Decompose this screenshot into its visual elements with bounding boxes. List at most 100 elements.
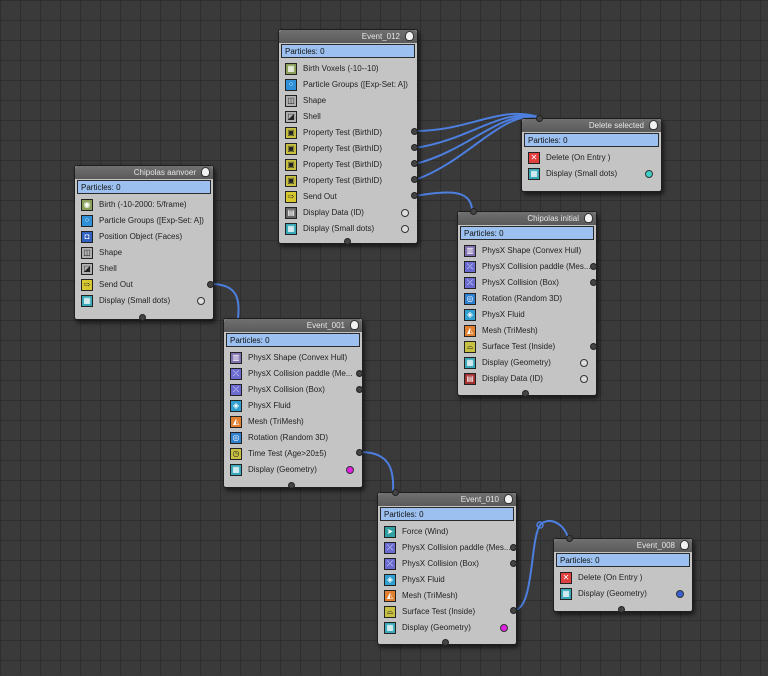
input-port[interactable] (392, 489, 399, 496)
operator-time-test[interactable]: ◷Time Test (Age>20±5) (224, 446, 362, 462)
input-port[interactable] (139, 314, 146, 321)
input-port[interactable] (344, 238, 351, 245)
lightbulb-icon[interactable] (350, 320, 359, 330)
operator-physx-collision[interactable]: ⤫PhysX Collision paddle (Mes... (458, 259, 596, 275)
operator-physx-shape[interactable]: ▥PhysX Shape (Convex Hull) (224, 350, 362, 366)
display-color-swatch[interactable] (197, 297, 205, 305)
operator-property-test[interactable]: ▣Property Test (BirthID) (279, 141, 417, 157)
operator-display[interactable]: ▦Display (Small dots) (75, 293, 213, 309)
operator-birth[interactable]: ◉Birth (-10-2000: 5/frame) (75, 197, 213, 213)
operator-mesh[interactable]: ◭Mesh (TriMesh) (224, 414, 362, 430)
operator-shell[interactable]: ◪Shell (279, 109, 417, 125)
display-color-swatch[interactable] (580, 375, 588, 383)
node-header[interactable]: Chipolas initial (458, 212, 596, 225)
node-event-008[interactable]: Event_008 Particles: 0 ✕Delete (On Entry… (553, 535, 693, 613)
operator-rotation[interactable]: ◎Rotation (Random 3D) (458, 291, 596, 307)
node-header[interactable]: Event_001 (224, 319, 362, 332)
operator-birth-voxels[interactable]: ▦Birth Voxels (-10--10) (279, 61, 417, 77)
display-color-swatch[interactable] (645, 170, 653, 178)
lightbulb-icon[interactable] (201, 167, 210, 177)
output-port[interactable] (510, 560, 517, 567)
operator-display[interactable]: ▦Display (Small dots) (279, 221, 417, 237)
node-header[interactable]: Event_008 (554, 539, 692, 552)
operator-display-data[interactable]: ▤Display Data (ID) (458, 371, 596, 387)
operator-display[interactable]: ▦Display (Geometry) (458, 355, 596, 371)
output-port[interactable] (411, 160, 418, 167)
output-port[interactable] (356, 370, 363, 377)
output-port[interactable] (356, 449, 363, 456)
operator-physx-collision[interactable]: ⤫PhysX Collision (Box) (224, 382, 362, 398)
lightbulb-icon[interactable] (504, 494, 513, 504)
operator-send-out[interactable]: ⇨Send Out (279, 189, 417, 205)
lightbulb-icon[interactable] (584, 213, 593, 223)
operator-property-test[interactable]: ▣Property Test (BirthID) (279, 157, 417, 173)
operator-physx-fluid[interactable]: ◈PhysX Fluid (458, 307, 596, 323)
lightbulb-icon[interactable] (680, 540, 689, 550)
output-port[interactable] (411, 192, 418, 199)
output-port[interactable] (618, 606, 625, 613)
output-port[interactable] (411, 144, 418, 151)
operator-physx-shape[interactable]: ▥PhysX Shape (Convex Hull) (458, 243, 596, 259)
operator-physx-collision[interactable]: ⤫PhysX Collision (Box) (378, 556, 516, 572)
operator-display[interactable]: ▦Display (Small dots) (522, 166, 661, 182)
operator-physx-fluid[interactable]: ◈PhysX Fluid (224, 398, 362, 414)
operator-shape[interactable]: ◫Shape (75, 245, 213, 261)
node-event-012[interactable]: Event_012 Particles: 0 ▦Birth Voxels (-1… (278, 29, 418, 245)
operator-surface-test[interactable]: ⌓Surface Test (Inside) (458, 339, 596, 355)
operator-physx-collision[interactable]: ⤫PhysX Collision (Box) (458, 275, 596, 291)
display-color-swatch[interactable] (401, 209, 409, 217)
operator-physx-fluid[interactable]: ◈PhysX Fluid (378, 572, 516, 588)
operator-position-object[interactable]: ◘Position Object (Faces) (75, 229, 213, 245)
node-delete-selected[interactable]: Delete selected Particles: 0 ✕Delete (On… (521, 115, 662, 192)
output-port[interactable] (442, 639, 449, 646)
node-header[interactable]: Delete selected (522, 119, 661, 132)
output-port[interactable] (356, 386, 363, 393)
operator-force[interactable]: ➤Force (Wind) (378, 524, 516, 540)
operator-particle-groups[interactable]: ⁘Particle Groups ([Exp-Set: A]) (279, 77, 417, 93)
output-port[interactable] (207, 281, 214, 288)
operator-display[interactable]: ▦Display (Geometry) (378, 620, 516, 636)
node-header[interactable]: Chipolas aanvoer (75, 166, 213, 179)
operator-property-test[interactable]: ▣Property Test (BirthID) (279, 125, 417, 141)
display-color-swatch[interactable] (346, 466, 354, 474)
output-port[interactable] (510, 607, 517, 614)
input-port[interactable] (566, 535, 573, 542)
operator-particle-groups[interactable]: ⁘Particle Groups ([Exp-Set: A]) (75, 213, 213, 229)
node-header[interactable]: Event_012 (279, 30, 417, 43)
operator-display[interactable]: ▦Display (Geometry) (554, 586, 692, 602)
output-port[interactable] (510, 544, 517, 551)
lightbulb-icon[interactable] (649, 120, 658, 130)
operator-display[interactable]: ▦Display (Geometry) (224, 462, 362, 478)
operator-mesh[interactable]: ◭Mesh (TriMesh) (378, 588, 516, 604)
node-event-010[interactable]: Event_010 Particles: 0 ➤Force (Wind) ⤫Ph… (377, 489, 517, 646)
operator-shell[interactable]: ◪Shell (75, 261, 213, 277)
output-port[interactable] (590, 343, 597, 350)
operator-surface-test[interactable]: ⌓Surface Test (Inside) (378, 604, 516, 620)
input-port[interactable] (288, 482, 295, 489)
operator-physx-collision[interactable]: ⤫PhysX Collision paddle (Me... (224, 366, 362, 382)
output-port[interactable] (411, 176, 418, 183)
display-color-swatch[interactable] (500, 624, 508, 632)
output-port[interactable] (590, 263, 597, 270)
display-color-swatch[interactable] (676, 590, 684, 598)
display-color-swatch[interactable] (401, 225, 409, 233)
operator-physx-collision[interactable]: ⤫PhysX Collision paddle (Mes... (378, 540, 516, 556)
node-chipolas-initial[interactable]: Chipolas initial Particles: 0 ▥PhysX Sha… (457, 208, 597, 397)
operator-display-data[interactable]: ▤Display Data (ID) (279, 205, 417, 221)
node-event-001[interactable]: Event_001 Particles: 0 ▥PhysX Shape (Con… (223, 318, 363, 489)
output-port[interactable] (522, 390, 529, 397)
node-header[interactable]: Event_010 (378, 493, 516, 506)
output-port[interactable] (411, 128, 418, 135)
operator-delete[interactable]: ✕Delete (On Entry ) (522, 150, 661, 166)
lightbulb-icon[interactable] (405, 31, 414, 41)
input-port[interactable] (536, 115, 543, 122)
operator-rotation[interactable]: ◎Rotation (Random 3D) (224, 430, 362, 446)
operator-mesh[interactable]: ◭Mesh (TriMesh) (458, 323, 596, 339)
operator-send-out[interactable]: ⇨Send Out (75, 277, 213, 293)
operator-delete[interactable]: ✕Delete (On Entry ) (554, 570, 692, 586)
input-port[interactable] (470, 208, 477, 215)
output-port[interactable] (590, 279, 597, 286)
operator-shape[interactable]: ◫Shape (279, 93, 417, 109)
operator-property-test[interactable]: ▣Property Test (BirthID) (279, 173, 417, 189)
display-color-swatch[interactable] (580, 359, 588, 367)
